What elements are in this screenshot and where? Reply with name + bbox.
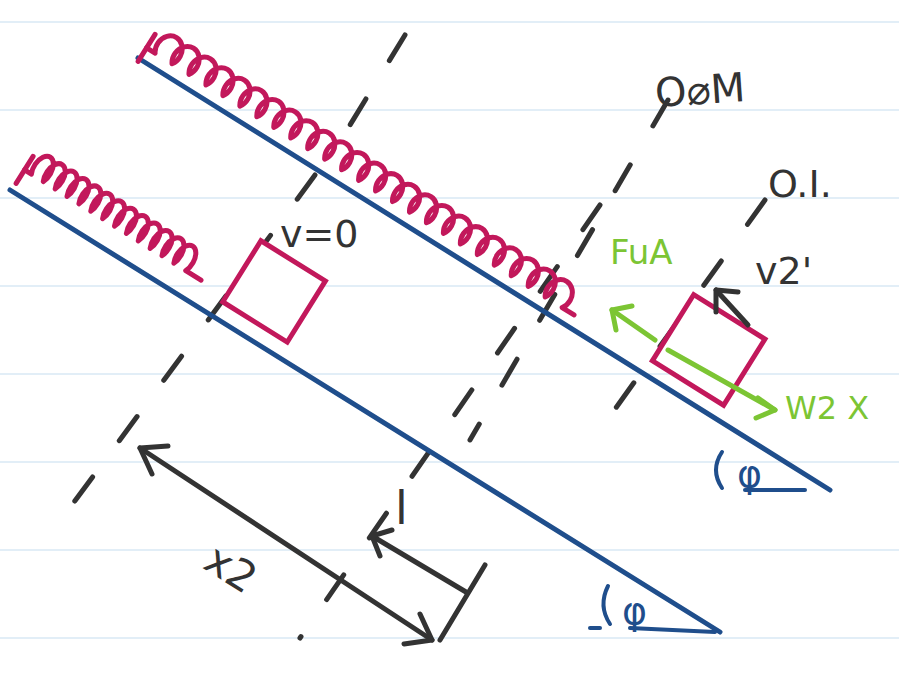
sketch-label: FuA [610,235,673,269]
sketch-label: v2' [755,252,812,290]
sketch-label: O⌀M [654,67,747,113]
angle-marks [590,452,805,632]
sketch-label: φ [622,592,647,630]
notebook-rules [0,22,899,638]
sketch-label: l [395,485,408,531]
blocks [223,241,765,405]
sketch-label: v=0 [280,215,359,253]
incline-surfaces [10,58,830,632]
dimension-arrows [140,446,485,644]
sketch-label: φ [737,455,762,493]
sketch-label: W2 X [785,392,869,424]
force-arrows [612,290,775,418]
dashed-guides [55,35,765,638]
sketch-label: O.I. [768,165,832,203]
sketch-label: x2 [198,538,264,601]
